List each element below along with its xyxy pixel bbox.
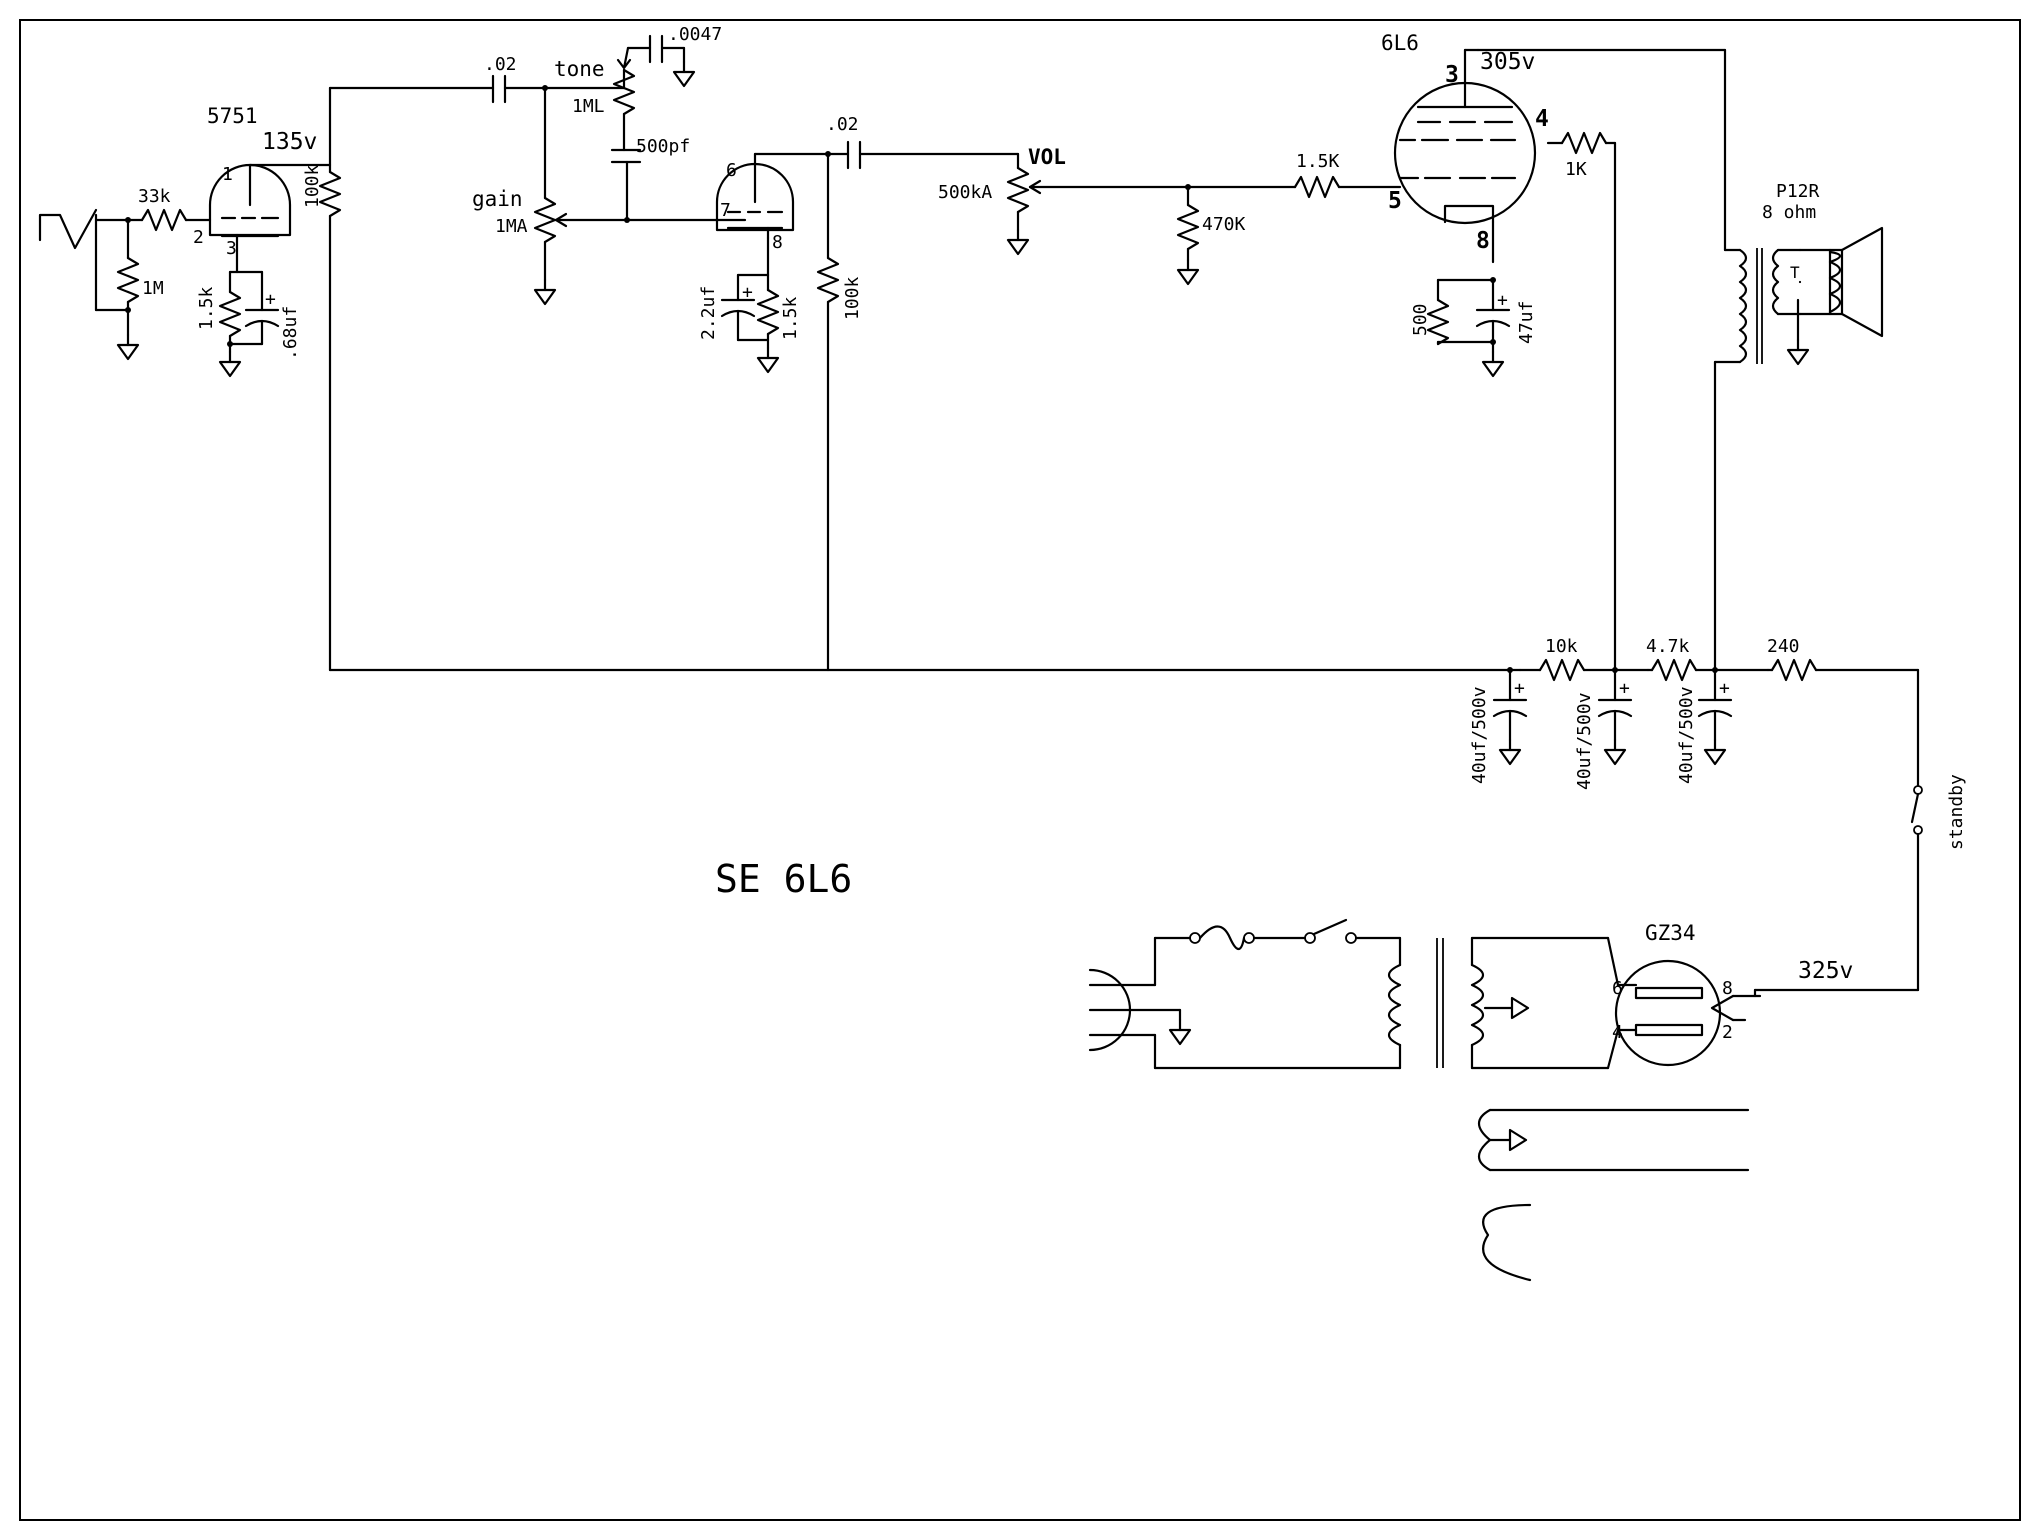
resistor-1m xyxy=(116,218,140,312)
tube-6l6 xyxy=(1393,48,1537,264)
resistor-470k xyxy=(1176,185,1200,262)
resistor-1-5k-grid xyxy=(1293,175,1402,199)
label-v3-pin3: 3 xyxy=(1445,62,1459,88)
label-r-k1: 1.5k xyxy=(196,286,217,330)
label-supply-voltage: 325v xyxy=(1798,958,1853,984)
label-speaker-tap: T xyxy=(1790,263,1800,282)
label-v1-pin2: 2 xyxy=(193,227,204,248)
label-r-plate2: 100k xyxy=(842,276,863,320)
label-c-filter3: 40uf/500v xyxy=(1676,686,1697,784)
svg-text:+: + xyxy=(1719,678,1730,699)
label-v3-voltage: 305v xyxy=(1480,49,1535,75)
capacitor-filter3: + xyxy=(1697,668,1733,742)
pot-tone xyxy=(612,46,636,152)
label-r-grid-leak: 1M xyxy=(142,278,164,299)
tube-gz34 xyxy=(1614,959,1762,1067)
page-title: SE 6L6 xyxy=(715,857,852,901)
label-v3-pin8: 8 xyxy=(1476,228,1490,254)
label-c-filter2: 40uf/500v xyxy=(1574,692,1595,790)
capacitor-0-02-first xyxy=(491,74,507,104)
label-r-k2: 1.5k xyxy=(780,296,801,340)
capacitor-filter1: + xyxy=(1492,668,1528,742)
output-transformer xyxy=(1713,248,1802,672)
resistor-100k-plate1 xyxy=(318,86,342,672)
resistor-100k-plate2 xyxy=(816,152,840,672)
standby-switch xyxy=(1910,668,1923,992)
resistor-10k xyxy=(1518,658,1650,682)
pot-gain xyxy=(533,86,568,282)
label-c-k3: 47uf xyxy=(1516,301,1537,344)
svg-text:+: + xyxy=(1619,678,1630,699)
label-tone-pot: 1ML xyxy=(572,96,605,117)
power-switch xyxy=(1304,918,1357,944)
label-v3-pin4: 4 xyxy=(1535,106,1549,132)
resistor-1-5k-v1 xyxy=(218,270,242,346)
label-c-tone: .0047 xyxy=(668,24,722,45)
label-r-k3: 500 xyxy=(1410,303,1431,336)
label-v4-pin2: 2 xyxy=(1722,1022,1733,1043)
speaker-p12r: T xyxy=(1790,226,1884,342)
svg-text:+: + xyxy=(265,289,276,310)
svg-text:+: + xyxy=(742,282,753,303)
label-v4-pin6: 6 xyxy=(1612,978,1623,999)
svg-text:+: + xyxy=(1497,290,1508,311)
capacitor-0-0047 xyxy=(648,34,664,64)
label-r-input: 33k xyxy=(138,186,171,207)
capacitor-0-68uf: + xyxy=(244,270,280,346)
label-v1-pin1: 1 xyxy=(222,164,233,185)
label-gain-pot: 1MA xyxy=(495,216,528,237)
label-c-k1: .68uf xyxy=(280,306,301,360)
resistor-240 xyxy=(1766,658,1920,682)
capacitor-47uf: + xyxy=(1475,278,1511,344)
label-r-grid-stop: 1.5K xyxy=(1296,151,1340,172)
power-transformer xyxy=(1153,936,1750,1282)
ground-symbol xyxy=(116,333,140,361)
label-v3: 6L6 xyxy=(1381,31,1419,55)
capacitor-0-02-second xyxy=(846,140,862,170)
tube-v2 xyxy=(715,152,795,240)
label-r-screen: 1K xyxy=(1565,159,1587,180)
label-v1-pin3: 3 xyxy=(226,238,237,259)
label-gain: gain xyxy=(472,187,523,211)
label-speaker-model: P12R xyxy=(1776,181,1820,202)
label-v2-pin8: 8 xyxy=(772,232,783,253)
resistor-500 xyxy=(1426,278,1450,346)
resistor-1-5k-v2 xyxy=(756,273,780,350)
label-standby: standby xyxy=(1946,774,1967,850)
mains-plug xyxy=(1088,968,1182,1052)
input-jack xyxy=(38,208,132,312)
label-r-10k: 10k xyxy=(1545,636,1578,657)
label-c-coupling1: .02 xyxy=(484,54,517,75)
page-border xyxy=(19,19,2021,1521)
capacitor-filter2: + xyxy=(1597,668,1633,742)
label-v1: 5751 xyxy=(207,104,258,128)
svg-text:+: + xyxy=(1514,678,1525,699)
label-c-coupling2: .02 xyxy=(826,114,859,135)
label-r-470k: 470K xyxy=(1202,214,1246,235)
label-v4-pin8: 8 xyxy=(1722,978,1733,999)
capacitor-2-2uf: + xyxy=(720,273,756,342)
label-v1-voltage: 135v xyxy=(262,129,317,155)
label-v4-pin4: 4 xyxy=(1612,1022,1623,1043)
label-tone: tone xyxy=(554,57,605,81)
label-v3-pin5: 5 xyxy=(1388,188,1402,214)
label-c-500pf: 500pf xyxy=(636,136,690,157)
label-c-k2: 2.2uf xyxy=(698,286,719,340)
label-vol-pot: 500kA xyxy=(938,182,992,203)
label-speaker-impedance: 8 ohm xyxy=(1762,202,1816,223)
fuse xyxy=(1189,925,1255,951)
resistor-33k xyxy=(126,208,212,232)
label-r-4-7k: 4.7k xyxy=(1646,636,1690,657)
label-r-plate1: 100k xyxy=(302,164,323,208)
resistor-1k-screen xyxy=(1546,131,1617,672)
label-v4: GZ34 xyxy=(1645,921,1696,945)
resistor-4-7k xyxy=(1646,658,1770,682)
label-v2-pin7: 7 xyxy=(720,200,731,221)
label-v2-pin6: 6 xyxy=(726,160,737,181)
label-r-240: 240 xyxy=(1767,636,1800,657)
label-c-filter1: 40uf/500v xyxy=(1469,686,1490,784)
label-vol: VOL xyxy=(1028,145,1066,169)
